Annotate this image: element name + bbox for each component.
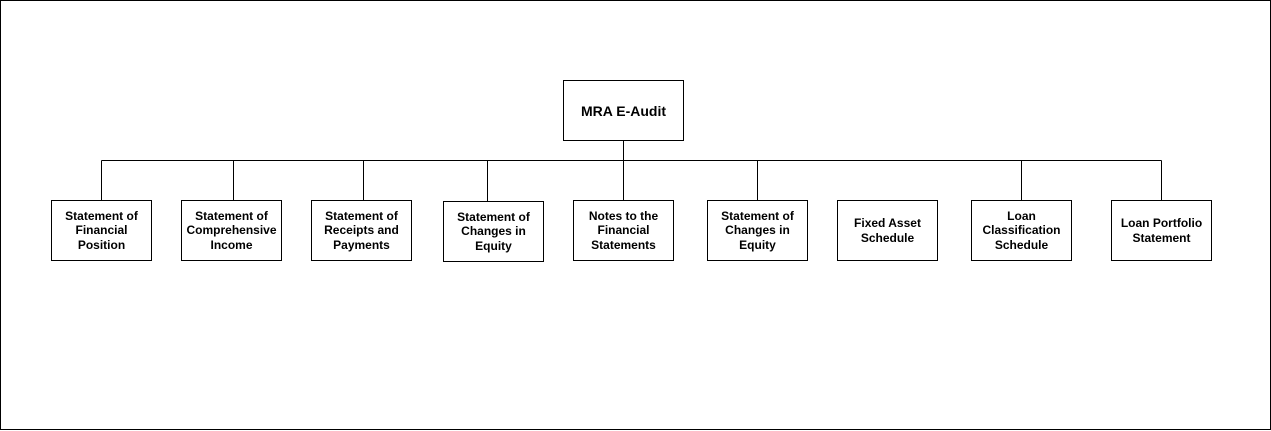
node-label-line: Classification	[982, 223, 1061, 238]
node-label: Statement of Changes in Equity	[457, 210, 530, 254]
node-loan-classification-schedule: Loan Classification Schedule	[971, 200, 1072, 261]
node-label-line: Loan Portfolio	[1120, 216, 1203, 230]
node-label-line: Comprehensive	[186, 223, 277, 238]
node-label-line: Equity	[475, 238, 512, 253]
node-label-line: Statement of	[457, 209, 530, 224]
node-statement-of-comprehensive-income: Statement of Comprehensive Income	[181, 200, 282, 261]
node-label-line: Statement of	[195, 208, 268, 223]
node-label: Loan Classification Schedule	[982, 209, 1060, 253]
node-label-line: Statement of	[721, 208, 794, 223]
root-node: MRA E-Audit	[563, 80, 684, 141]
node-label-line: Receipts and	[324, 223, 399, 238]
node-statement-of-receipts-and-payments: Statement of Receipts and Payments	[311, 200, 412, 261]
node-label-line: Financial	[597, 223, 650, 238]
node-fixed-asset-schedule: Fixed Asset Schedule	[837, 200, 938, 261]
node-label: Notes to the Financial Statements	[589, 209, 658, 253]
node-label-line: Schedule	[860, 230, 915, 245]
node-label: Statement of Financial Position	[65, 209, 138, 253]
node-label-line: Notes to the	[588, 208, 659, 223]
node-statement-of-changes-in-equity: Statement of Changes in Equity	[443, 201, 544, 262]
node-label: Fixed Asset Schedule	[854, 216, 921, 245]
node-label-line: Statement of	[325, 208, 398, 223]
node-label-line: Financial	[75, 223, 128, 238]
node-label-line: Changes in	[461, 224, 526, 239]
node-statement-of-financial-position: Statement of Financial Position	[51, 200, 152, 261]
node-label-line: Statement	[1132, 230, 1191, 245]
node-label-line: Statements	[591, 237, 656, 252]
node-statement-of-changes-in-equity-2: Statement of Changes in Equity	[707, 200, 808, 261]
node-label-line: Position	[77, 237, 126, 252]
node-label-line: Income	[210, 237, 253, 252]
node-label-line: Fixed Asset	[854, 216, 921, 230]
node-loan-portfolio-statement: Loan Portfolio Statement	[1111, 200, 1212, 261]
node-label-line: Schedule	[994, 237, 1049, 252]
node-notes-to-the-financial-statements: Notes to the Financial Statements	[573, 200, 674, 261]
root-node-label: MRA E-Audit	[580, 102, 667, 119]
node-label-line: Equity	[739, 237, 776, 252]
node-label: Statement of Comprehensive Income	[186, 209, 276, 253]
node-label-line: Payments	[333, 237, 390, 252]
node-label-line: Loan	[1007, 208, 1036, 223]
node-label: Loan Portfolio Statement	[1121, 216, 1202, 245]
node-label: Statement of Changes in Equity	[721, 209, 794, 253]
node-label-line: Changes in	[725, 223, 790, 238]
node-label-line: Statement of	[65, 208, 138, 223]
node-label: Statement of Receipts and Payments	[324, 209, 399, 253]
